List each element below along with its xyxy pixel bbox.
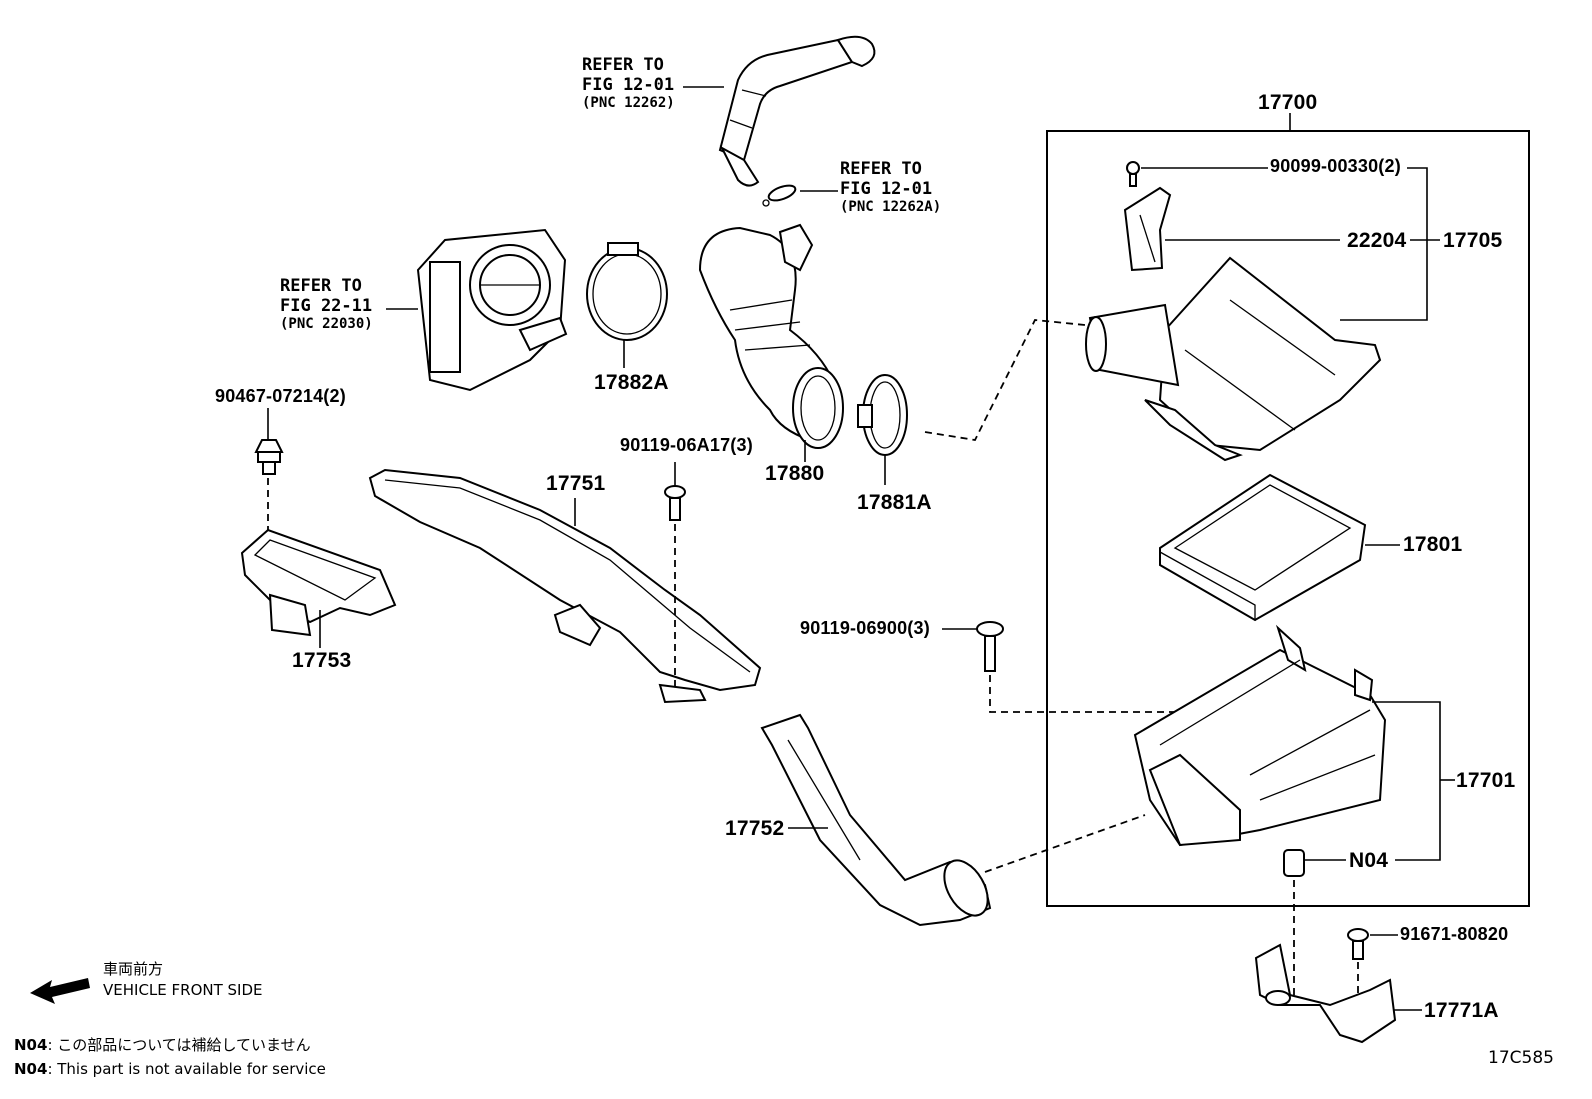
part-label-17801: 17801 <box>1403 533 1463 556</box>
ref-hose-line1: REFER TO <box>582 55 664 75</box>
footnote-en-text: : This part is not available for service <box>47 1060 326 1078</box>
ref-throttle-line2: FIG 22-11 <box>280 295 373 316</box>
bracket-17771A-part <box>1254 943 1397 1044</box>
grommet-N04-part <box>1283 849 1305 877</box>
footnote-jp-text: : この部品については補給していません <box>47 1036 311 1054</box>
bolt-90119-06900-part <box>976 621 1004 672</box>
part-label-90119-06A17: 90119-06A17(3) <box>620 435 753 455</box>
part-label-17752: 17752 <box>725 817 785 840</box>
part-label-17705: 17705 <box>1443 229 1503 252</box>
clip-90467-part <box>254 439 284 475</box>
upper-hose-part <box>718 35 876 187</box>
part-label-17700: 17700 <box>1258 91 1318 114</box>
direction-en: VEHICLE FRONT SIDE <box>103 981 263 999</box>
footnote-jp: N04: この部品については補給していません <box>14 1038 311 1053</box>
ref-clamp-line2: FIG 12-01 <box>840 178 933 199</box>
part-label-91671: 91671-80820 <box>1400 924 1509 944</box>
part-label-17751: 17751 <box>546 472 606 495</box>
ref-clamp-line1: REFER TO <box>840 159 922 179</box>
ref-throttle-pnc: (PNC 22030) <box>280 316 373 333</box>
part-label-90099: 90099-00330(2) <box>1270 156 1401 176</box>
duct-17751-part <box>368 468 762 704</box>
direction-jp: 車両前方 <box>103 960 164 978</box>
part-label-17882A: 17882A <box>594 371 669 394</box>
ref-throttle-line1: REFER TO <box>280 276 362 296</box>
footnote-jp-code: N04 <box>14 1036 48 1054</box>
duct-17752-part <box>760 713 992 927</box>
bolt-90099-part <box>1126 161 1140 187</box>
footnote-en: N04: This part is not available for serv… <box>14 1062 326 1077</box>
diagram-id: 17C585 <box>1488 1048 1554 1068</box>
part-label-17771A: 17771A <box>1424 999 1499 1022</box>
bracket-17753-part <box>240 528 397 637</box>
sensor-22204-part <box>1123 186 1172 272</box>
part-label-90467: 90467-07214(2) <box>215 386 346 406</box>
ref-label-throttle: REFER TO FIG 22-11 (PNC 22030) <box>280 276 373 333</box>
ref-hose-pnc: (PNC 12262) <box>582 95 675 112</box>
ref-hose-line2: FIG 12-01 <box>582 74 675 95</box>
clamp-17882A-part <box>586 242 668 341</box>
part-label-17881A: 17881A <box>857 491 932 514</box>
part-label-17753: 17753 <box>292 649 352 672</box>
part-label-17880: 17880 <box>765 462 825 485</box>
part-label-22204: 22204 <box>1347 229 1407 252</box>
footnote-en-code: N04 <box>14 1060 48 1078</box>
part-label-90119-06900: 90119-06900(3) <box>800 618 930 638</box>
air-filter-17801-part <box>1159 473 1367 622</box>
throttle-body-part <box>416 228 568 392</box>
part-label-17701: 17701 <box>1456 769 1516 792</box>
bolt-91671-part <box>1347 928 1369 960</box>
clamp-17881A-part <box>857 374 908 456</box>
assembly-box-17700 <box>1046 130 1530 907</box>
part-label-N04: N04 <box>1349 849 1389 872</box>
ref-clamp-pnc: (PNC 12262A) <box>840 199 942 216</box>
bolt-90119-06A17-part <box>664 485 686 521</box>
arrow-left-icon <box>30 978 90 1004</box>
air-cleaner-case-17701-part <box>1133 624 1387 847</box>
air-cleaner-cap-17705-part <box>1085 256 1382 462</box>
intake-hose-17880-part <box>698 223 844 449</box>
small-clamp-part <box>762 184 797 207</box>
ref-label-hose: REFER TO FIG 12-01 (PNC 12262) <box>582 55 675 112</box>
ref-label-clamp: REFER TO FIG 12-01 (PNC 12262A) <box>840 159 942 216</box>
